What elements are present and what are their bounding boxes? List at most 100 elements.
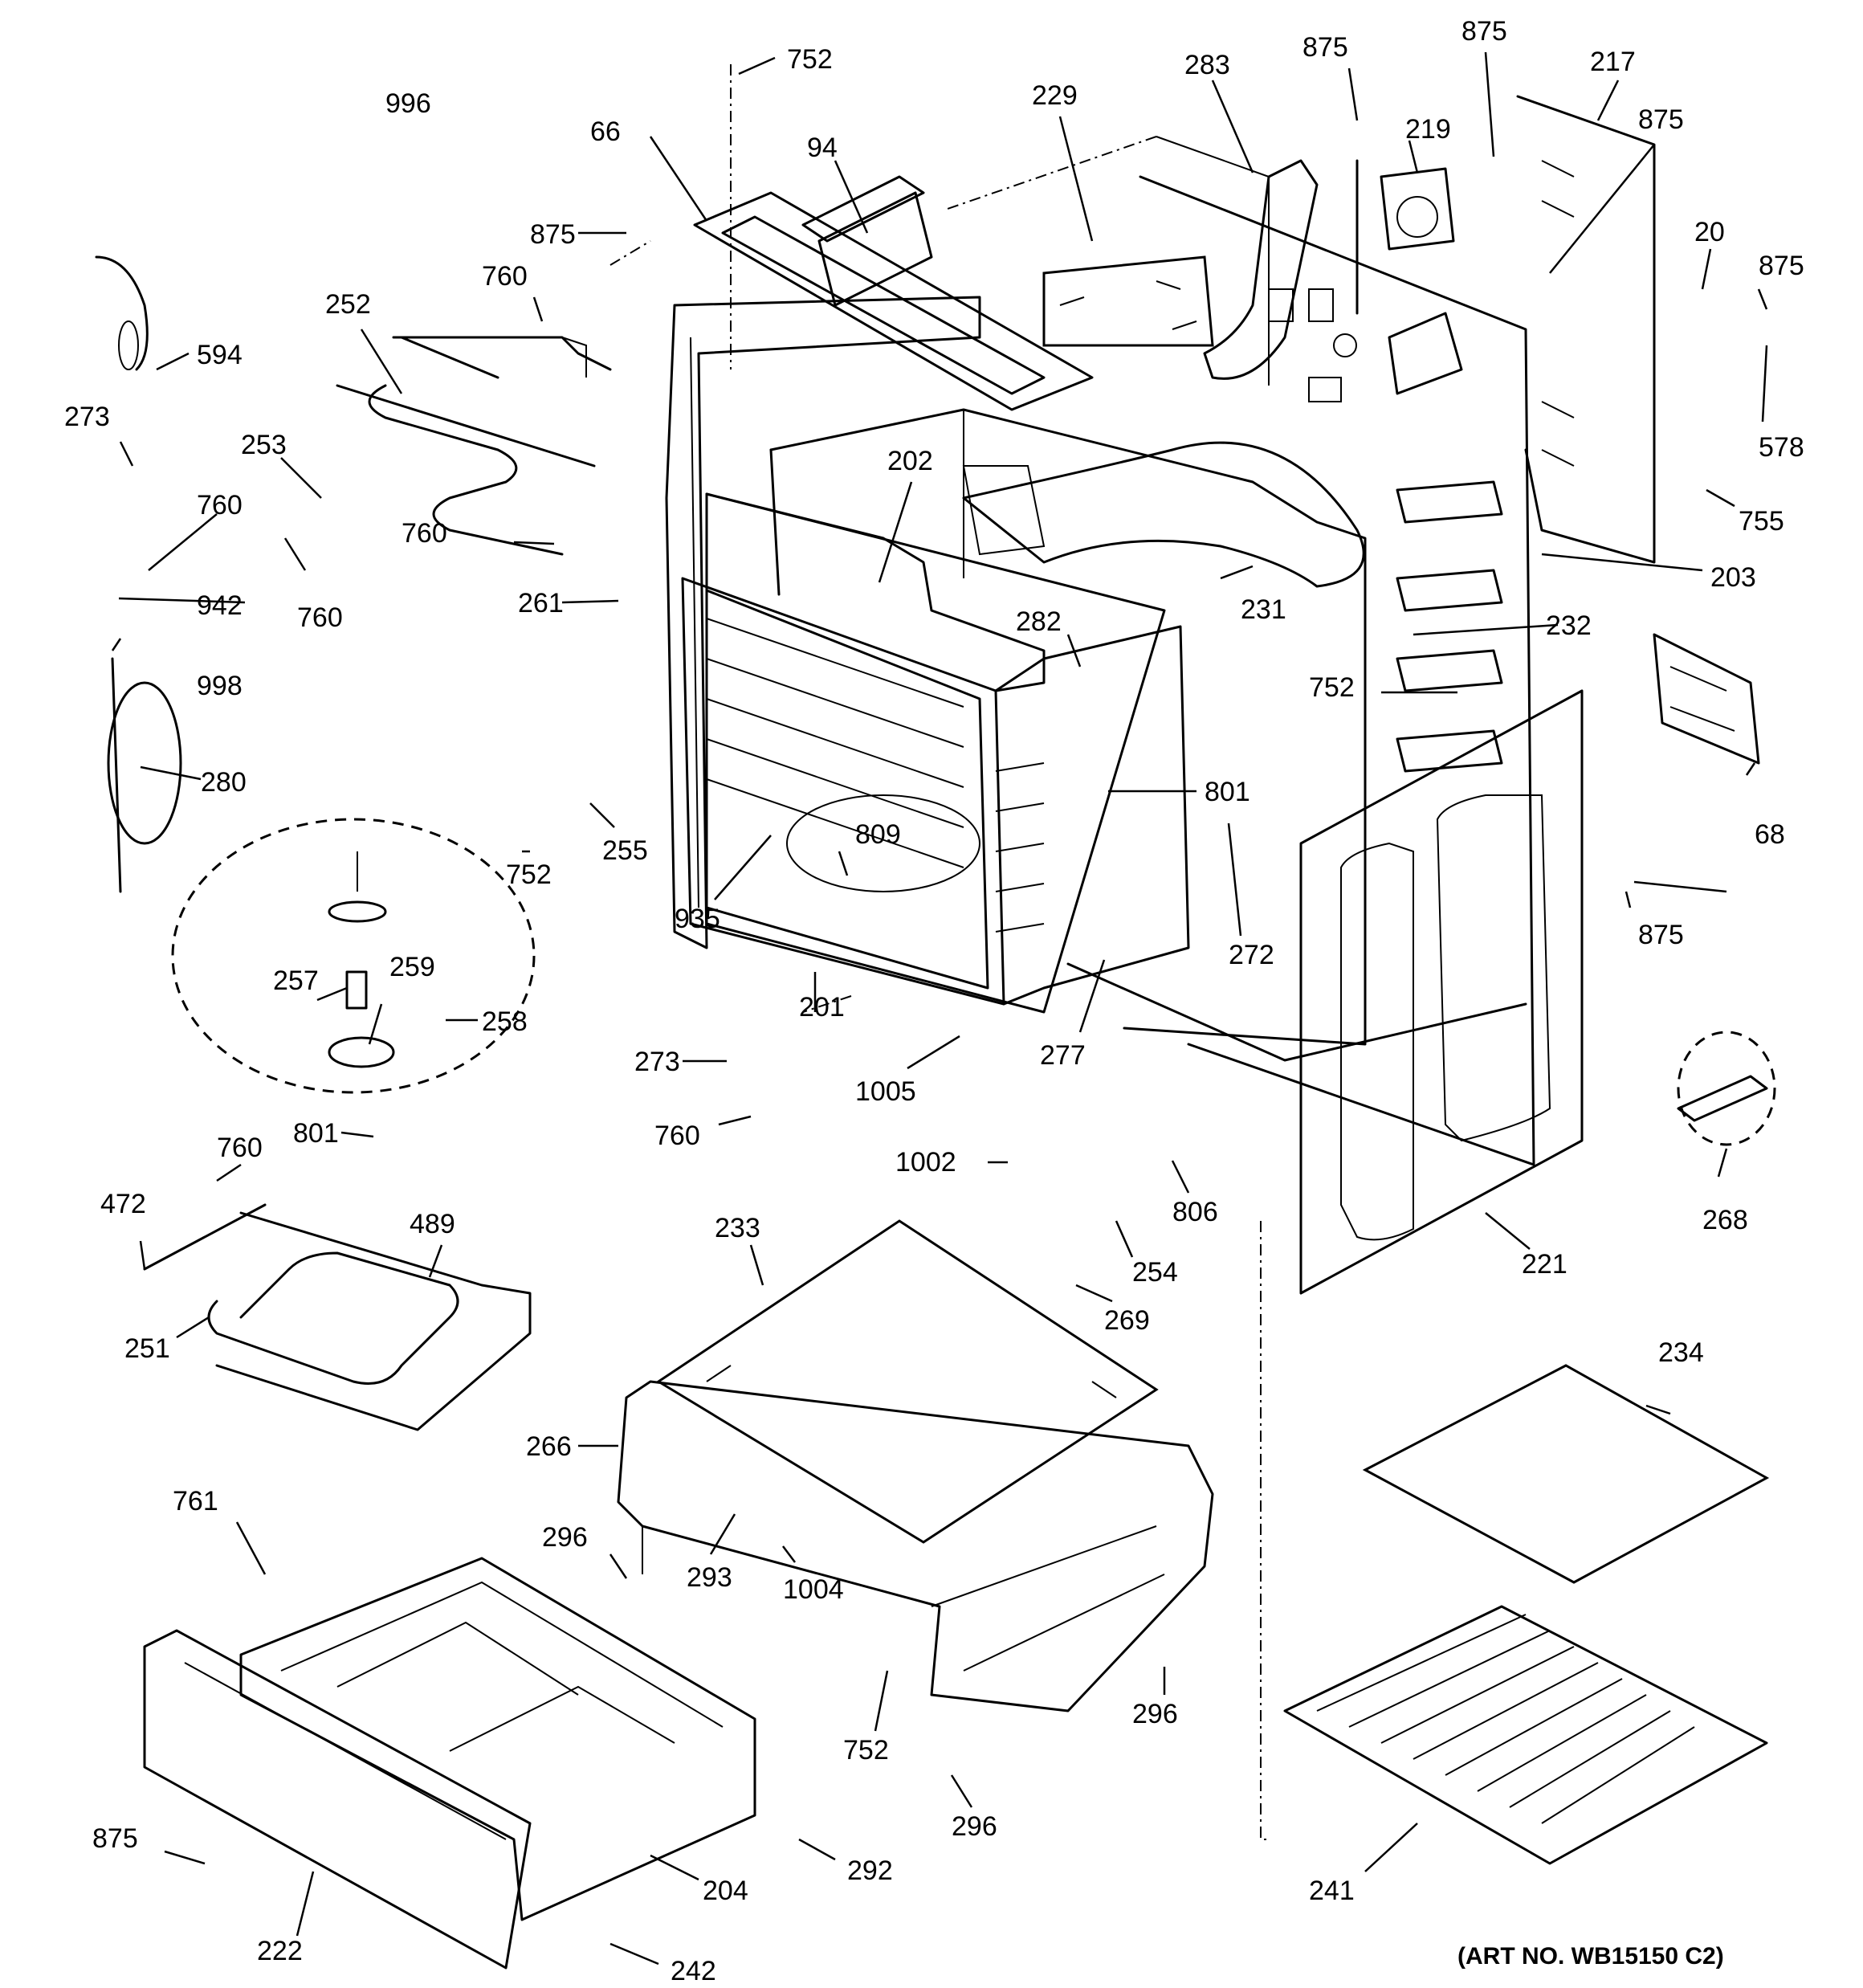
callout-268: 268	[1702, 1205, 1748, 1235]
top-brace	[693, 64, 1094, 411]
callout-1004: 1004	[783, 1574, 844, 1605]
base-frame-266	[617, 1380, 1214, 1712]
bake-element-489	[143, 1203, 532, 1431]
art-number: (ART NO. WB15150 C2)	[1457, 1943, 1724, 1970]
callout-202: 202	[887, 446, 933, 476]
insulation-233	[656, 1219, 1159, 1544]
callout-752: 752	[843, 1735, 889, 1766]
broil-element-252	[336, 336, 612, 556]
callout-296: 296	[542, 1522, 588, 1553]
oven-body-shell	[665, 159, 1535, 1166]
callout-277: 277	[1040, 1040, 1086, 1071]
callout-261: 261	[518, 588, 564, 618]
callout-201: 201	[799, 992, 845, 1023]
callout-1005: 1005	[855, 1076, 916, 1107]
callout-282: 282	[1016, 606, 1062, 637]
callout-221: 221	[1522, 1249, 1567, 1280]
callout-296: 296	[1132, 1699, 1178, 1729]
callout-752: 752	[506, 859, 552, 890]
callout-875: 875	[1461, 16, 1507, 47]
side-panel-221	[1299, 689, 1584, 1295]
callout-234: 234	[1658, 1337, 1704, 1368]
callout-217: 217	[1590, 47, 1636, 77]
callout-266: 266	[526, 1431, 572, 1462]
callout-755: 755	[1739, 506, 1784, 537]
callout-94: 94	[807, 133, 838, 163]
callout-204: 204	[703, 1876, 748, 1906]
callout-296: 296	[952, 1811, 997, 1842]
callout-283: 283	[1184, 50, 1230, 80]
callout-229: 229	[1032, 80, 1078, 111]
callout-273: 273	[64, 402, 110, 432]
callout-578: 578	[1759, 432, 1804, 463]
oven-cavity	[681, 492, 1190, 1014]
callout-203: 203	[1710, 562, 1756, 593]
callout-20: 20	[1694, 217, 1725, 247]
callout-996: 996	[385, 88, 431, 119]
callout-760: 760	[217, 1133, 263, 1163]
callout-259: 259	[389, 952, 435, 982]
callout-752: 752	[787, 44, 833, 75]
callout-292: 292	[847, 1855, 893, 1886]
callout-242: 242	[671, 1956, 716, 1986]
callout-labels: 996 752 66 94 229 283 875 875 219 217 87…	[64, 16, 1804, 1986]
drawer-front-222	[143, 1629, 532, 1970]
callout-760: 760	[654, 1121, 700, 1151]
callout-253: 253	[241, 430, 287, 460]
callout-231: 231	[1241, 594, 1286, 625]
callout-942: 942	[197, 590, 243, 621]
callout-232: 232	[1546, 610, 1592, 641]
insulation-234	[1362, 1364, 1770, 1584]
oven-rack-241	[1283, 1605, 1768, 1865]
callout-875: 875	[1759, 251, 1804, 281]
callout-760: 760	[197, 490, 243, 520]
callout-489: 489	[410, 1209, 455, 1239]
light-assembly-258	[171, 818, 536, 1094]
callout-761: 761	[173, 1486, 218, 1517]
callout-269: 269	[1104, 1305, 1150, 1336]
callout-68: 68	[1755, 819, 1785, 850]
callout-752: 752	[1309, 672, 1355, 703]
callout-760: 760	[482, 261, 528, 292]
bracket-68	[1653, 633, 1760, 765]
callout-760: 760	[402, 518, 447, 549]
callout-809: 809	[855, 819, 901, 850]
callout-258: 258	[482, 1006, 528, 1037]
callout-293: 293	[687, 1562, 732, 1593]
callout-257: 257	[273, 965, 319, 996]
callout-875: 875	[530, 219, 576, 250]
sensor-594	[95, 255, 149, 371]
callout-875: 875	[1638, 104, 1684, 135]
callout-806: 806	[1172, 1197, 1218, 1227]
callout-998: 998	[197, 671, 243, 701]
panel-217	[1516, 95, 1656, 564]
callout-233: 233	[715, 1213, 760, 1243]
callout-219: 219	[1405, 114, 1451, 145]
callout-272: 272	[1229, 940, 1274, 970]
callout-760: 760	[297, 602, 343, 633]
assembly-lines	[609, 136, 1269, 1840]
callout-251: 251	[124, 1333, 170, 1364]
callout-273: 273	[634, 1047, 680, 1077]
callout-241: 241	[1309, 1876, 1355, 1906]
callout-252: 252	[325, 289, 371, 320]
callout-1002: 1002	[895, 1147, 956, 1178]
callout-875: 875	[92, 1823, 138, 1854]
insulation-229	[1042, 255, 1214, 347]
panel-219	[1380, 167, 1455, 251]
callout-875: 875	[1638, 920, 1684, 950]
element-268	[1677, 1031, 1776, 1146]
callout-66: 66	[590, 116, 621, 147]
callout-222: 222	[257, 1936, 303, 1966]
callout-254: 254	[1132, 1257, 1178, 1288]
callout-280: 280	[201, 767, 247, 798]
callout-594: 594	[197, 340, 243, 370]
callout-472: 472	[100, 1189, 146, 1219]
duct-283	[1156, 136, 1319, 386]
callout-801: 801	[1205, 777, 1250, 807]
callout-801: 801	[293, 1118, 339, 1149]
oven-sensor-280	[107, 657, 182, 893]
callout-875: 875	[1302, 32, 1348, 63]
callout-935: 935	[675, 904, 720, 934]
